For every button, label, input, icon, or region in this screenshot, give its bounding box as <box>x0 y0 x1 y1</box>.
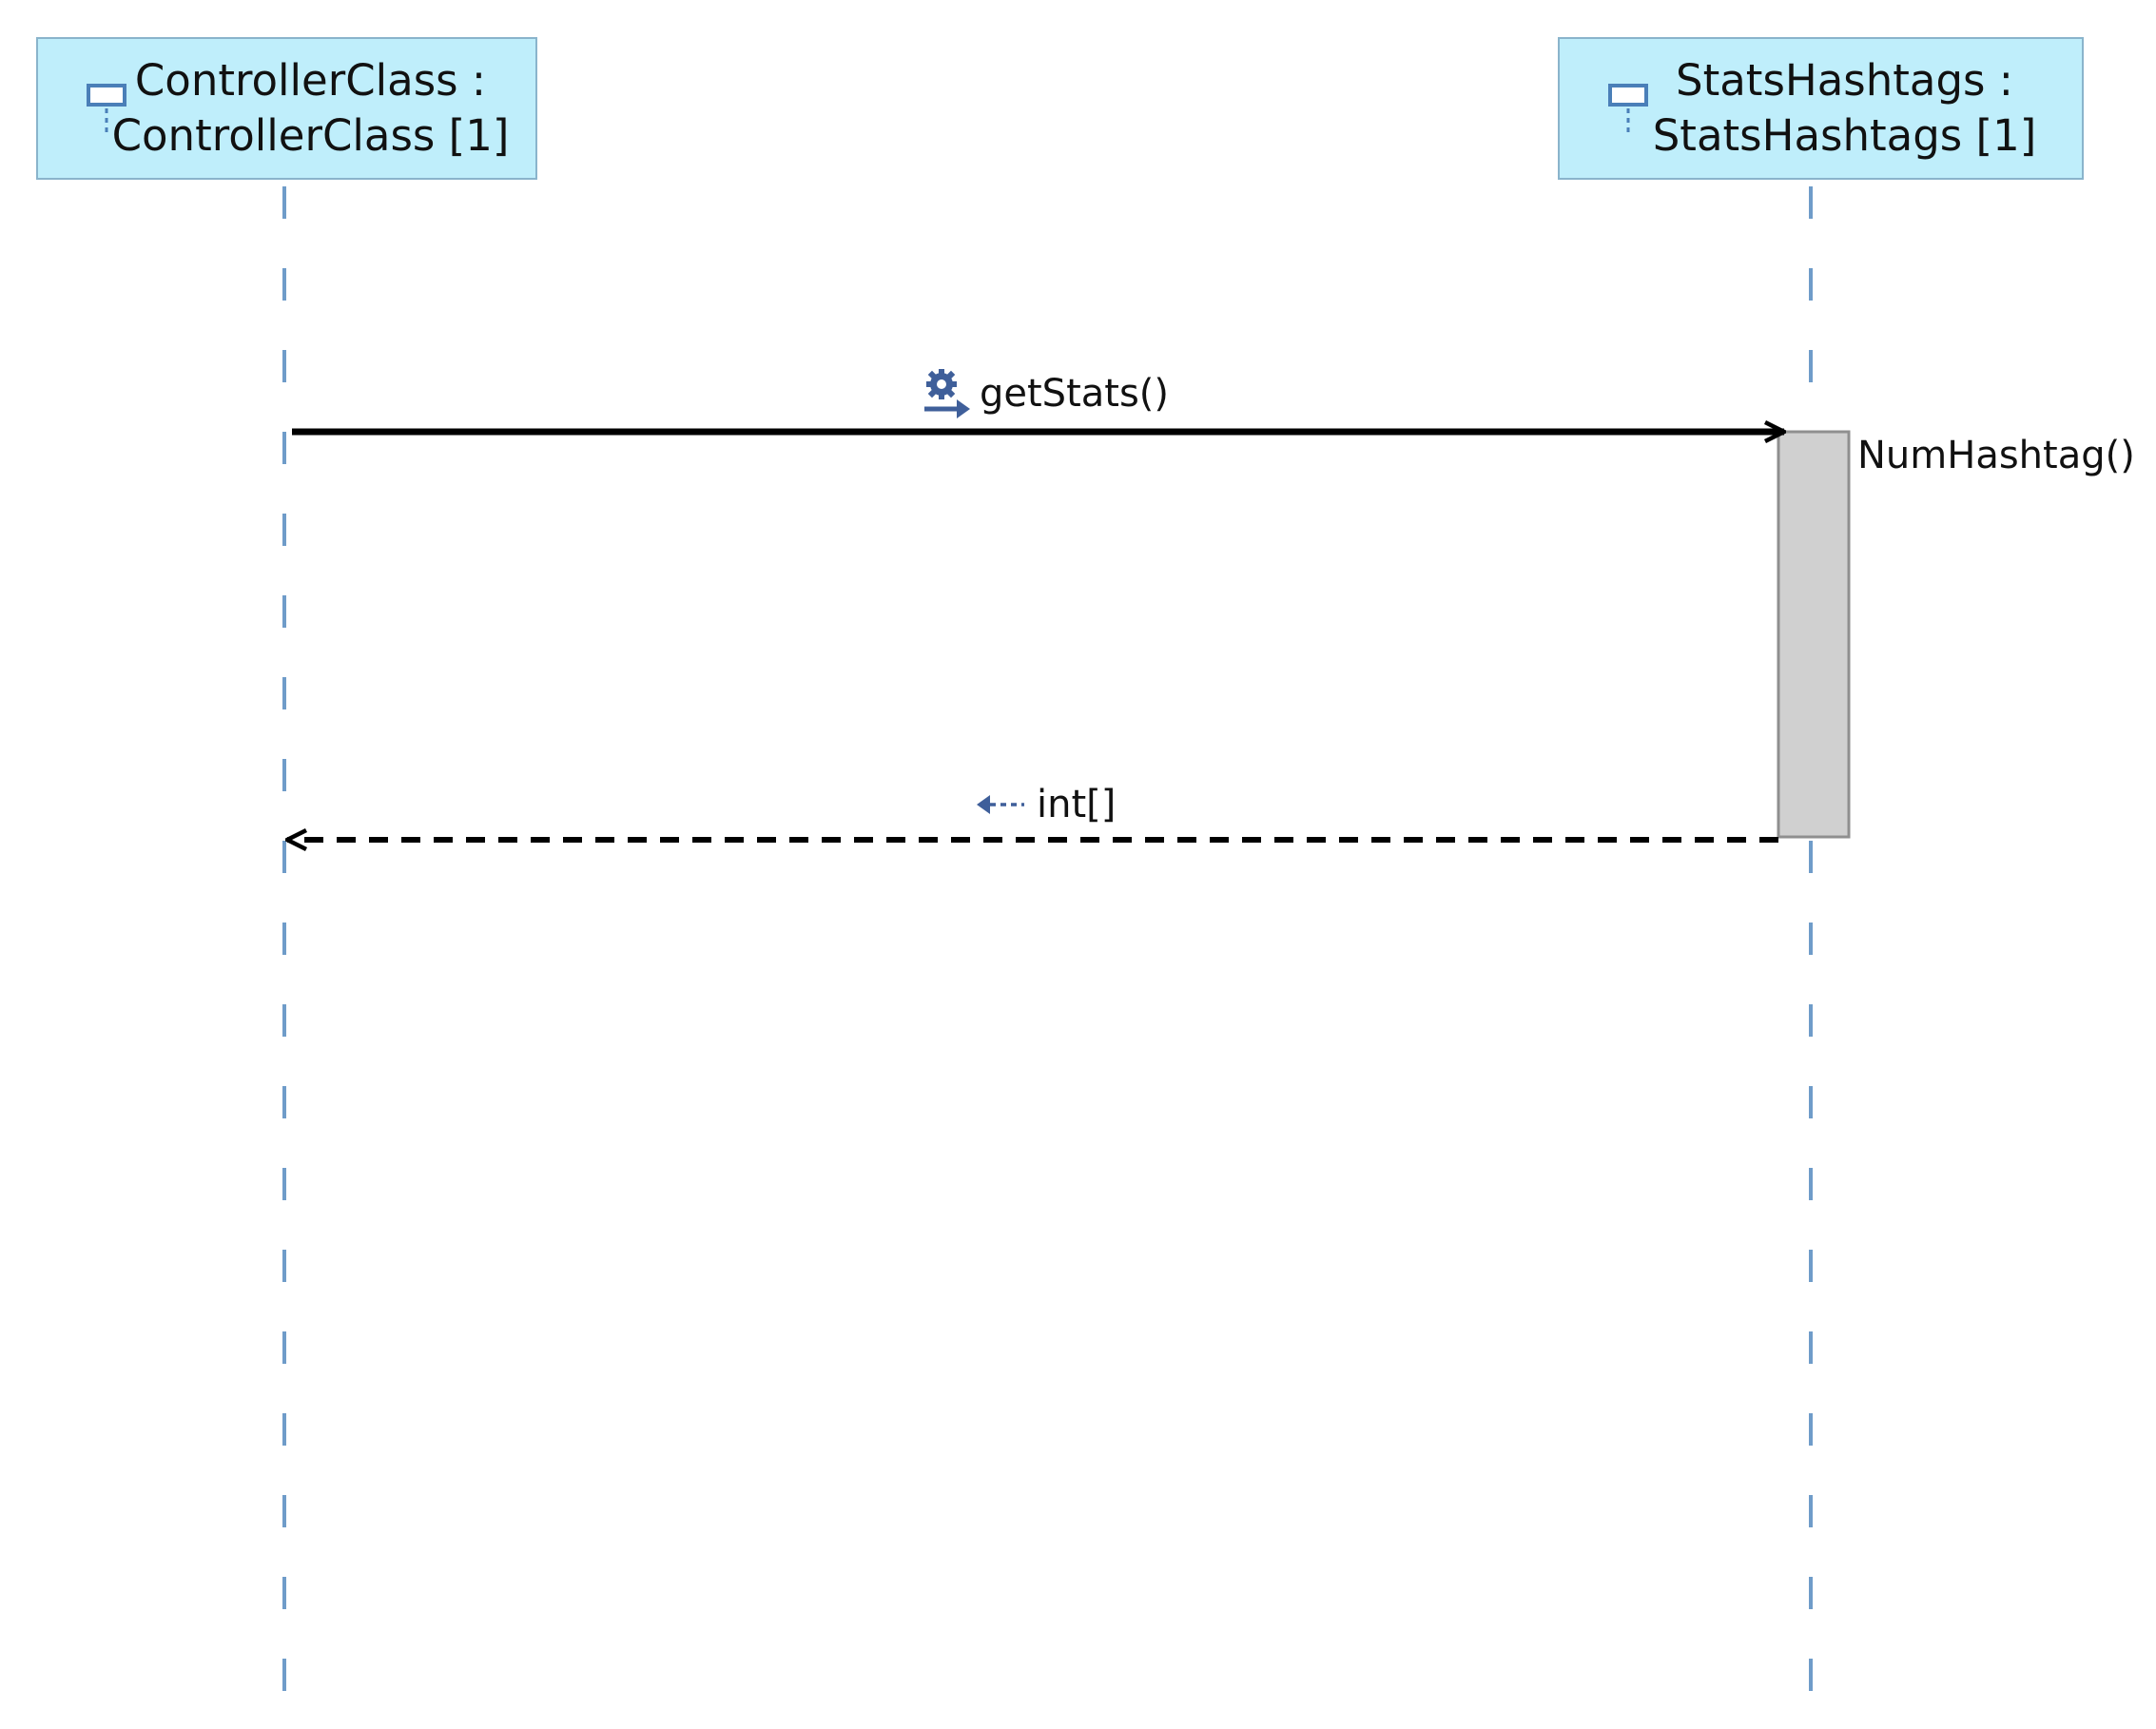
lifeline-controller-header[interactable]: ControllerClass : ControllerClass [1] <box>36 37 537 180</box>
lifeline-controller-type: ControllerClass [1] <box>111 110 510 161</box>
call-message-text: getStats() <box>980 372 1170 416</box>
lifeline-icon <box>1608 84 1648 134</box>
lifeline-controller-name: ControllerClass : <box>134 55 487 106</box>
operation-call-icon <box>924 369 970 418</box>
return-arrow-icon <box>977 795 1024 814</box>
lifeline-stats-type: StatsHashtags [1] <box>1652 110 2037 161</box>
lifeline-stats-name: StatsHashtags : <box>1676 55 2013 106</box>
return-message-label[interactable]: int[] <box>968 778 1116 831</box>
return-message-text: int[] <box>1037 783 1117 826</box>
call-message-label[interactable]: getStats() <box>921 367 1169 420</box>
activation-bar[interactable] <box>1777 430 1851 839</box>
lifeline-stats-header[interactable]: StatsHashtags : StatsHashtags [1] <box>1558 37 2084 180</box>
lifeline-icon <box>87 84 126 134</box>
activation-label: NumHashtag() <box>1857 434 2135 477</box>
